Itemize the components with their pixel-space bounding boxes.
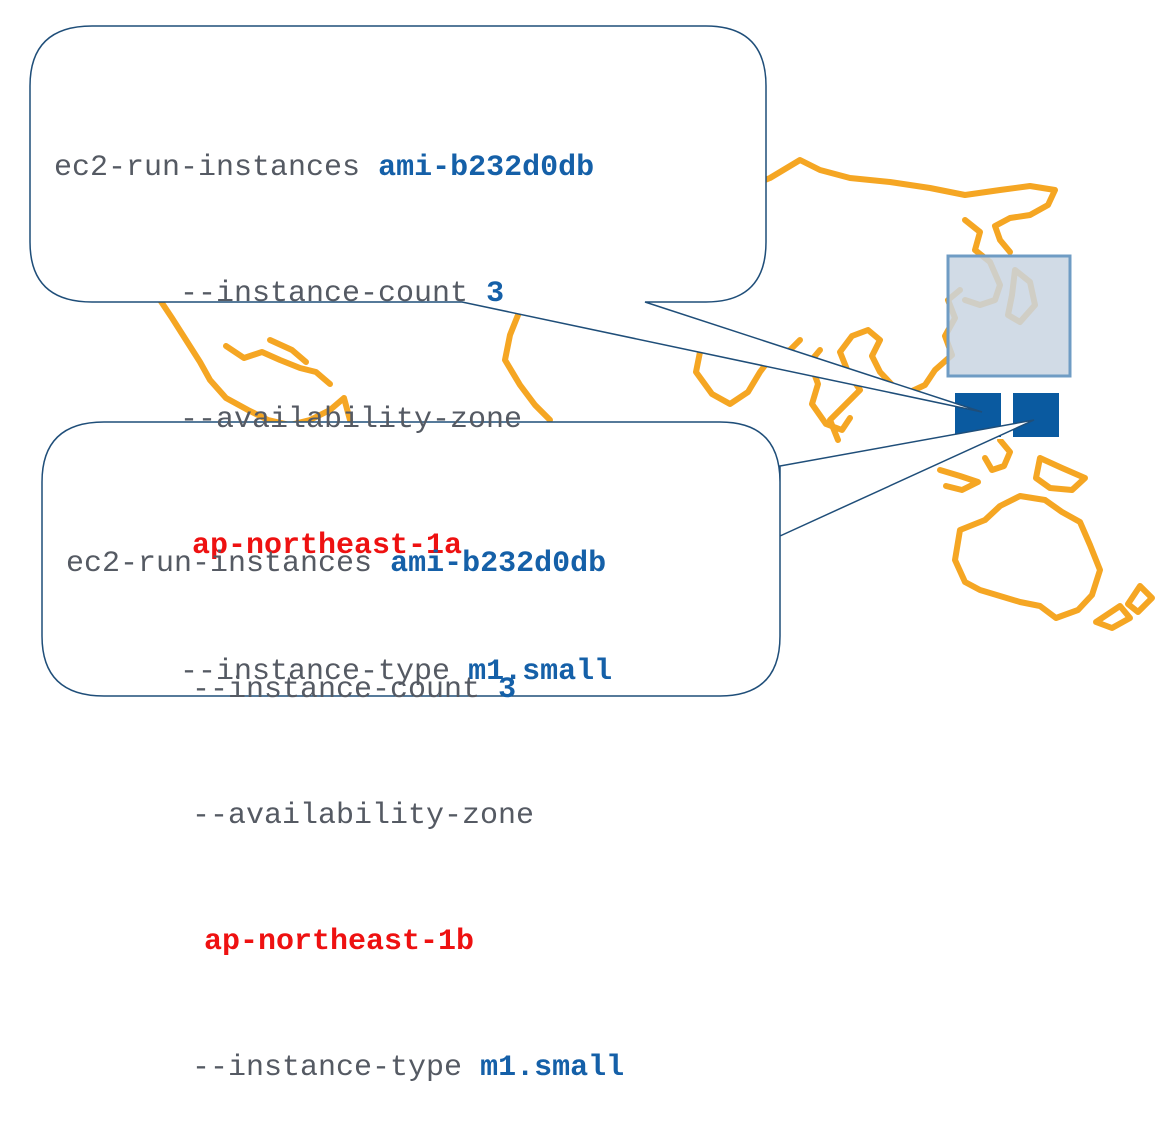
type-flag: --instance-type	[192, 1051, 463, 1085]
map-australia	[952, 493, 1103, 621]
map-asia-north-coast	[737, 157, 1058, 255]
type-line: --instance-type m1.small	[66, 1047, 624, 1089]
ami-id: ami-b232d0db	[378, 151, 595, 185]
map-americas	[157, 297, 353, 428]
zone-value-line: ap-northeast-1a	[54, 525, 612, 567]
map-new-zealand	[1125, 583, 1155, 615]
callout-bottom-bubble	[41, 419, 1035, 697]
zone-value: ap-northeast-1b	[204, 925, 475, 959]
count-line: --instance-count 3	[54, 273, 612, 315]
instance-square-icon-b	[1011, 391, 1061, 439]
callout-top-text: ec2-run-instances ami-b232d0db --instanc…	[54, 63, 612, 735]
count-flag: --instance-count	[192, 673, 481, 707]
type-value: m1.small	[480, 1051, 625, 1085]
zone-value-line: ap-northeast-1b	[66, 921, 624, 963]
type-value: m1.small	[468, 655, 613, 689]
count-value: 3	[498, 673, 517, 707]
command: ec2-run-instances	[66, 547, 373, 581]
map-indonesia	[1033, 455, 1088, 493]
count-flag: --instance-count	[180, 277, 469, 311]
map-philippines	[982, 437, 1013, 473]
zone-flag: --availability-zone	[180, 403, 523, 437]
command-line: ec2-run-instances ami-b232d0db	[66, 543, 624, 585]
region-box-icon	[946, 254, 1072, 378]
command: ec2-run-instances	[54, 151, 361, 185]
zone-flag-line: --availability-zone	[54, 399, 612, 441]
zone-flag-line: --availability-zone	[66, 795, 624, 837]
zone-flag: --availability-zone	[192, 799, 535, 833]
ami-id: ami-b232d0db	[390, 547, 607, 581]
type-flag: --instance-type	[180, 655, 451, 689]
count-value: 3	[486, 277, 505, 311]
callout-top-bubble	[29, 25, 983, 413]
map-new-zealand-south	[1093, 603, 1133, 631]
zone-value: ap-northeast-1a	[192, 529, 463, 563]
map-caribbean	[267, 337, 309, 365]
map-china-coast	[827, 287, 963, 443]
type-line: --instance-type m1.small	[54, 651, 612, 693]
map-borneo	[937, 467, 981, 493]
command-line: ec2-run-instances ami-b232d0db	[54, 147, 612, 189]
diagram-canvas	[29, 25, 1155, 697]
count-line: --instance-count 3	[66, 669, 624, 711]
callout-bottom-text: ec2-run-instances ami-b232d0db --instanc…	[66, 459, 624, 1131]
map-central-america	[223, 343, 333, 387]
world-map-outline-icon	[157, 157, 1155, 631]
